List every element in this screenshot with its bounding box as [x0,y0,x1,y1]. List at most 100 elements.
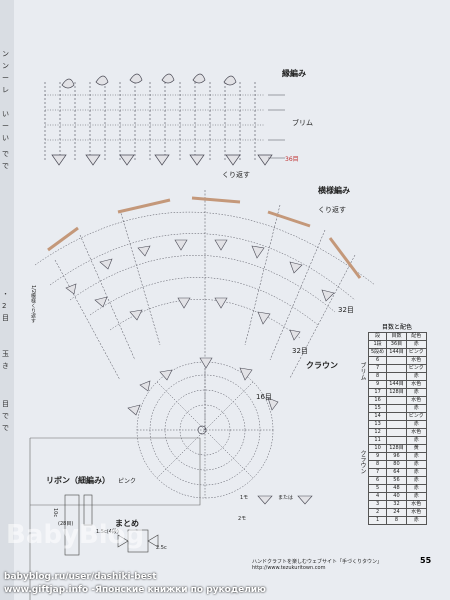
left-page-text: ン [2,50,9,58]
brim-label: ブリム [292,119,313,127]
table-cell: 水色 [405,500,427,509]
table-cell: 9 [367,380,388,389]
table-cell: 赤 [405,436,427,445]
table-side-label-brim: ブリム [359,362,366,380]
ribbon-dim-2: (28目) [58,521,74,527]
left-page-text: き [2,362,9,370]
shell-motif-row-top [61,73,237,89]
table-cell: 水色 [405,396,427,405]
table-header-cell: 段 [367,332,388,341]
left-page-text: で [2,162,9,170]
crown-chart [136,361,274,499]
table-cell: 赤 [405,476,427,485]
left-page-text: レ [2,86,9,94]
table-cell: 144目 [386,380,407,389]
table-cell: 赤 [405,452,427,461]
table-cell: 80 [386,460,407,469]
table-cell: 5段め [367,348,388,357]
table-cell: 水色 [405,428,427,437]
table-row: 14 ピンク [367,412,427,421]
ribbon-title: リボン（細編み） [46,476,110,485]
left-page-text: 玉 [2,350,9,358]
table-side-label-crown: クラウン [359,450,366,474]
table-cell: 8 [367,460,388,469]
table-cell: ピンク [405,412,427,421]
table-cell: 36目 [386,340,407,349]
table-cell: 17 [367,388,388,397]
watermark-line-2: www.giftjap.info -Японские книжки по рук… [4,585,266,595]
shell-motif-row-bottom [51,154,273,166]
table-header-cell: 配色 [405,332,427,341]
table-cell [386,428,407,437]
table-cell: 48 [386,484,407,493]
table-cell: 赤 [405,420,427,429]
table-cell [386,396,407,405]
motif-legend [257,495,313,505]
crown-center [197,425,207,435]
table-cell: 赤 [405,388,427,397]
left-page-text: ン [2,62,9,70]
table-cell: 56 [386,476,407,485]
table-cell: 6 [367,476,388,485]
table-cell: 7 [367,468,388,477]
repeat-label-2: くり返す [318,206,346,214]
table-cell: 8 [367,372,388,381]
table-cell: 水色 [405,356,427,365]
table-cell: 128目 [386,444,407,453]
table-cell: 14 [367,412,388,421]
table-cell: 64 [386,468,407,477]
ribbon-dim-1: 10c [52,508,58,518]
left-page-text: で [2,150,9,158]
table-cell: 144目 [386,348,407,357]
stitch-count-16: 16目 [256,393,272,401]
watermark-line-1: babyblog.ru/user/dashiki-best [4,572,157,582]
table-cell: 赤 [405,468,427,477]
table-cell [386,412,407,421]
table-cell: 15 [367,404,388,413]
motif-1-label: 1モ [240,495,249,501]
table-cell [386,404,407,413]
left-page-text: ー [2,122,9,130]
table-cell: 1 [367,516,388,525]
watermark-logo: BabyBlog [6,520,145,550]
table-cell: 11 [367,436,388,445]
table-cell: 水色 [405,508,427,517]
table-cell: 赤 [405,340,427,349]
left-page-text: 2 [2,302,7,310]
table-row: 13 赤 [367,420,427,429]
table-header-cell: 目数 [386,332,407,341]
ribbon-dim-4: 2.5c [156,545,167,551]
half-repeat-label: 1/2模様くり返す [30,285,36,324]
table-cell: 9 [367,452,388,461]
table-cell: 黄 [405,444,427,453]
stitch-count-32a: 32目 [338,306,354,314]
page-number: 55 [420,556,432,565]
table-cell: 2 [367,508,388,517]
fan-shell-motifs [65,239,335,341]
table-cell: 13 [367,420,388,429]
stitch-count-32b: 32目 [292,347,308,355]
left-page-text: で [2,412,9,420]
left-page-text: い [2,110,9,118]
table-cell: 40 [386,492,407,501]
fan-spokes [54,190,356,430]
table-cell: 96 [386,452,407,461]
